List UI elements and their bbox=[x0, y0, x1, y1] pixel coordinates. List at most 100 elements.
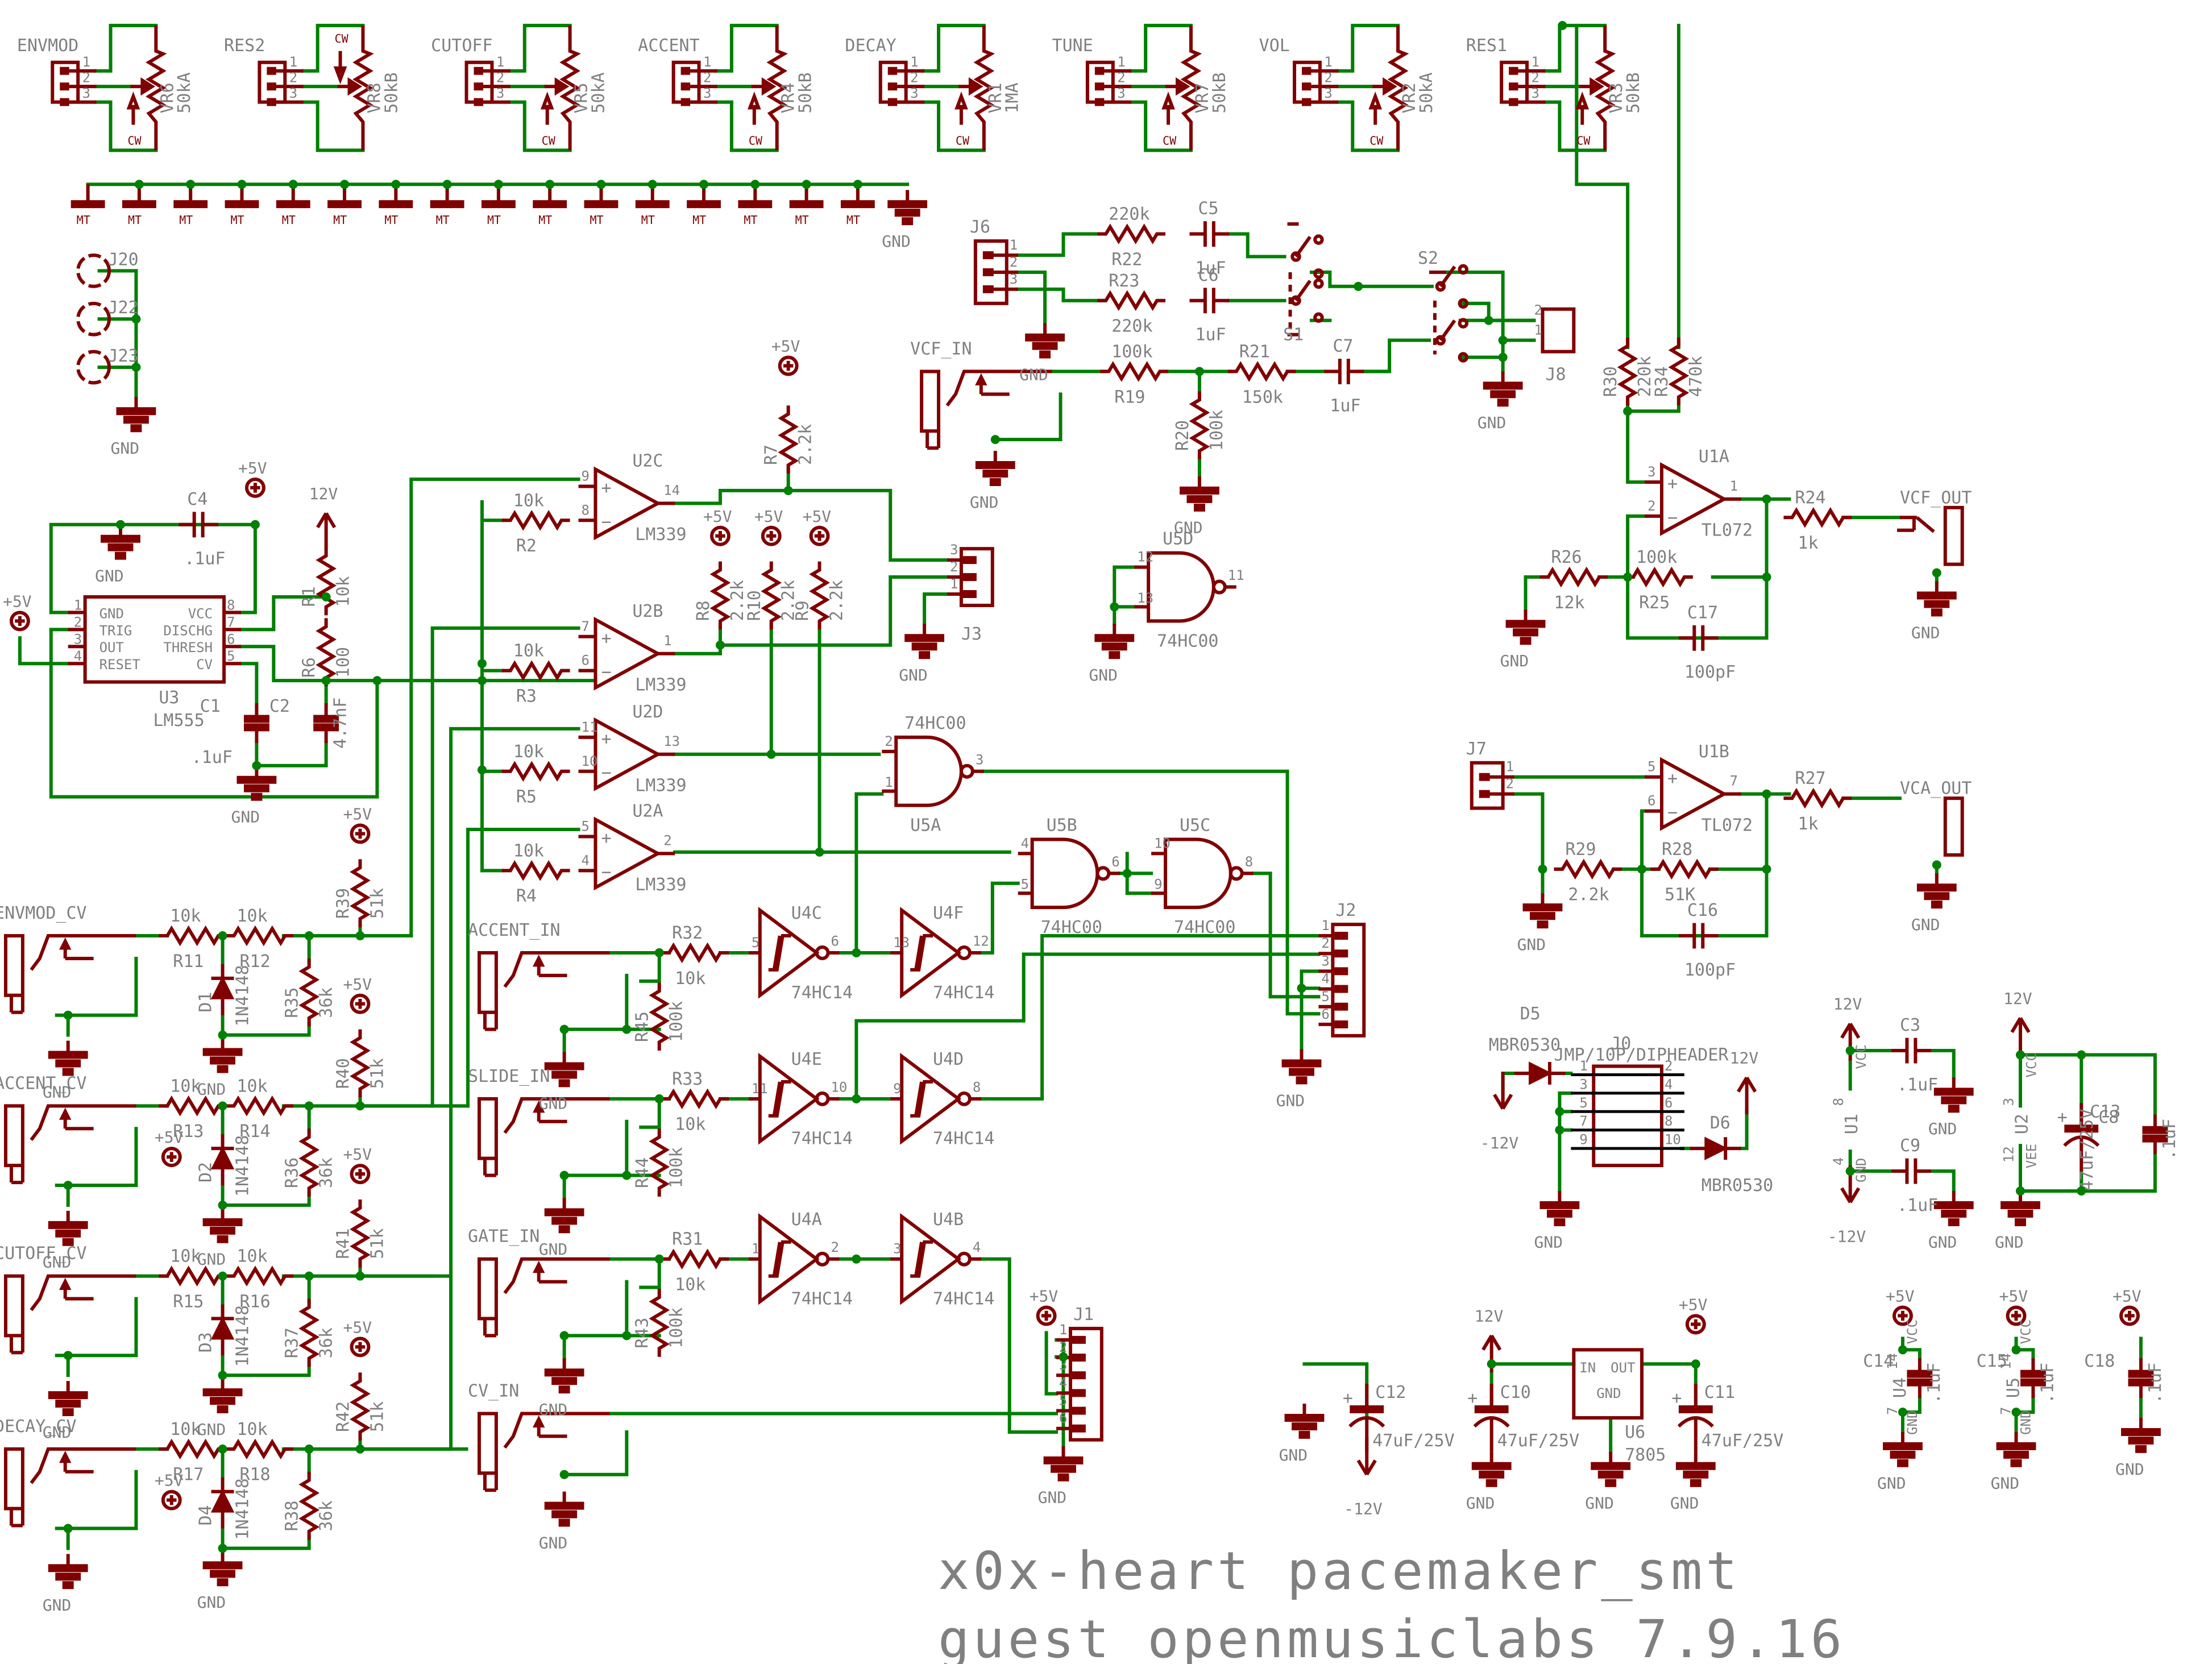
wire bbox=[239, 662, 259, 711]
resistor-ref: R15 bbox=[173, 1292, 204, 1312]
junction-dot bbox=[622, 1171, 632, 1180]
connector-pin bbox=[982, 251, 994, 259]
pin-number: 2 bbox=[1532, 70, 1539, 86]
resistor-value: 2.2k bbox=[827, 580, 846, 621]
resistor-R8 bbox=[709, 561, 731, 630]
diode-ref: D6 bbox=[1710, 1113, 1730, 1133]
junction-dot bbox=[63, 1524, 73, 1533]
plus5v-label: +5V bbox=[343, 975, 372, 994]
pot-ref: VR7 bbox=[1193, 82, 1213, 113]
jack-VCF_IN-sleeve bbox=[920, 370, 941, 433]
switch-contact bbox=[1290, 295, 1301, 306]
resistor-value: 10k bbox=[170, 906, 201, 926]
resistor-R27 bbox=[1783, 787, 1852, 809]
plus5v-label: +5V bbox=[343, 1318, 372, 1337]
wire bbox=[2018, 1053, 2157, 1115]
junction-dot bbox=[493, 180, 503, 189]
header-pin bbox=[1334, 1002, 1348, 1011]
supply-arrow-label: -12V bbox=[1344, 1500, 1383, 1518]
pin-number: 10 bbox=[1154, 835, 1171, 851]
junction-dot bbox=[1354, 281, 1363, 291]
capacitor-value: .1uF bbox=[1897, 1196, 1938, 1215]
pin-number: 13 bbox=[893, 935, 910, 951]
labels: ENVMOD123CWVR650kARES2123CWVR850kBCUTOFF… bbox=[0, 32, 2180, 1615]
plus-sign: + bbox=[601, 729, 611, 749]
junction-dot bbox=[304, 931, 314, 941]
wire bbox=[94, 23, 158, 73]
ic-pin-name: TRIG bbox=[99, 623, 132, 638]
pin-number: 2 bbox=[1534, 302, 1542, 318]
capacitor-ref: C10 bbox=[1500, 1383, 1531, 1402]
pin-number: 4 bbox=[1831, 1157, 1846, 1165]
pin-number: 1 bbox=[752, 1241, 760, 1257]
resistor-value: 51k bbox=[367, 1401, 387, 1432]
capacitor-value: .1uF bbox=[1897, 1075, 1938, 1095]
pin-number: 2 bbox=[74, 614, 82, 630]
junction-dot bbox=[2077, 1186, 2086, 1196]
resistor-R15 bbox=[159, 1265, 227, 1287]
pin-number: 8 bbox=[227, 597, 235, 613]
gnd-label: GND bbox=[1911, 623, 1940, 642]
pot-ref: VR5 bbox=[572, 82, 592, 113]
junction-dot bbox=[2011, 1408, 2021, 1417]
hysteresis-glyph bbox=[768, 1240, 791, 1278]
mounting-hole-label: MT bbox=[795, 213, 809, 227]
nand-ref: U5A bbox=[910, 815, 941, 835]
resistor-ref: R41 bbox=[334, 1228, 354, 1259]
mounting-hole-label: MT bbox=[282, 213, 296, 227]
junction-dot bbox=[218, 1543, 227, 1553]
jack-SLIDE_IN-tip bbox=[503, 1097, 610, 1134]
resistor-value: 220k bbox=[1109, 205, 1149, 225]
pin-number: 5 bbox=[582, 818, 590, 834]
title-line-2: guest openmusiclabs 7.9.16 bbox=[938, 1609, 1845, 1664]
part-line bbox=[1849, 1187, 1861, 1204]
nand-U5A bbox=[894, 735, 963, 807]
resistor-R44 bbox=[649, 1128, 670, 1197]
junction-dot bbox=[477, 765, 487, 775]
mounting-hole-label: MT bbox=[384, 213, 398, 227]
connector-pin bbox=[60, 67, 69, 75]
part-line bbox=[1737, 1076, 1749, 1093]
pin-number: 11 bbox=[1228, 567, 1244, 583]
plus5v-label: +5V bbox=[1999, 1287, 2028, 1305]
resistor-ref: R22 bbox=[1111, 250, 1142, 269]
opamp-U2D bbox=[594, 717, 662, 791]
supply-arrow-label: 12V bbox=[309, 484, 338, 503]
supply-arrow-label: 12V bbox=[1833, 995, 1862, 1014]
ic-pin-name: VCC bbox=[1904, 1319, 1920, 1344]
ic-pin-name: VCC bbox=[188, 605, 213, 621]
plus-sign: + bbox=[1667, 769, 1678, 789]
inverter-bubble bbox=[956, 1091, 972, 1106]
jack-ENVMOD_CV-switch-arrow bbox=[59, 937, 72, 950]
diode-ref: D3 bbox=[196, 1332, 216, 1352]
nand-part: 74HC00 bbox=[904, 713, 966, 733]
opamp-U2C bbox=[594, 466, 662, 541]
resistor-R14 bbox=[225, 1095, 294, 1117]
pin-number: 5 bbox=[1059, 1393, 1067, 1409]
pin-number: 5 bbox=[1647, 759, 1655, 775]
junction-dot bbox=[654, 948, 664, 957]
resistor-ref: R25 bbox=[1639, 593, 1670, 613]
gnd-label: GND bbox=[1995, 1233, 2024, 1252]
pin-number: 2 bbox=[1665, 1058, 1673, 1074]
mounting-hole-label: MT bbox=[179, 213, 193, 227]
pot-ref: VR1 bbox=[986, 82, 1006, 113]
capacitor-ref: C13 bbox=[2090, 1102, 2120, 1122]
jack-CUTOFF_CV-sleeve bbox=[3, 1274, 24, 1338]
wire bbox=[2014, 1337, 2035, 1360]
junction-dot bbox=[355, 1444, 365, 1454]
pin-number: 1 bbox=[950, 576, 958, 592]
pin-number: 2 bbox=[289, 70, 297, 86]
pin-number: 2 bbox=[703, 70, 711, 86]
resistor-R25 bbox=[1625, 566, 1693, 588]
jack-CV_IN-tip bbox=[503, 1412, 610, 1449]
inverter-bubble bbox=[956, 1251, 972, 1267]
plus-sign: + bbox=[601, 828, 611, 848]
wire bbox=[1016, 270, 1047, 325]
pot-value: 50kB bbox=[1210, 72, 1230, 113]
junction-dot bbox=[1558, 20, 1567, 30]
pin-number: 2 bbox=[1010, 254, 1018, 270]
capacitor-value: 1uF bbox=[1330, 396, 1360, 416]
resistor-R12 bbox=[225, 925, 294, 947]
resistor-ref: R14 bbox=[239, 1122, 270, 1142]
